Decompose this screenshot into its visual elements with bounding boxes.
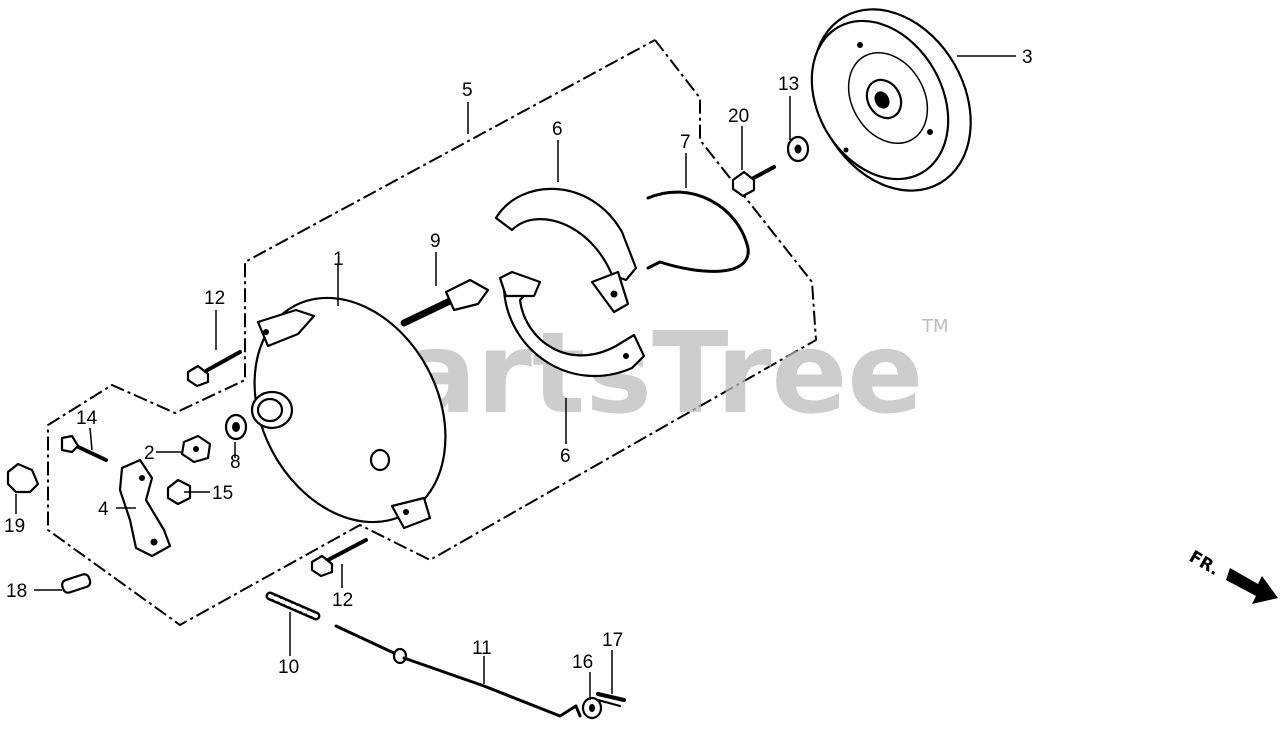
- part-washer-8[interactable]: [224, 413, 248, 441]
- part-brake-rod-11[interactable]: [334, 624, 582, 718]
- callout-11: 11: [472, 638, 492, 659]
- part-brake-arm-4[interactable]: [118, 458, 172, 558]
- callout-1: 1: [333, 249, 344, 270]
- part-bolt-20[interactable]: [731, 165, 776, 198]
- callout-20: 20: [728, 106, 749, 127]
- part-nut-19[interactable]: [6, 462, 40, 494]
- callout-6-upper: 6: [552, 119, 563, 140]
- part-brake-drum[interactable]: [782, 0, 1003, 219]
- front-arrow-icon: [1226, 568, 1278, 604]
- part-brake-shoe-lower[interactable]: [498, 270, 646, 378]
- callout-9: 9: [430, 231, 441, 252]
- part-washer-16[interactable]: [581, 696, 603, 720]
- part-spring-10[interactable]: [265, 591, 321, 621]
- callout-16: 16: [572, 652, 593, 673]
- callout-14: 14: [76, 408, 98, 429]
- watermark-trademark: TM: [921, 316, 949, 337]
- part-bolt-12-lower[interactable]: [310, 538, 368, 578]
- callout-13: 13: [778, 74, 799, 95]
- callout-12-upper: 12: [204, 288, 225, 309]
- callout-7: 7: [680, 132, 691, 153]
- callout-18: 18: [6, 581, 27, 602]
- front-direction-indicator: FR.: [1186, 547, 1278, 604]
- callout-12-lower: 12: [332, 590, 353, 611]
- part-cam-shaft-9[interactable]: [400, 278, 490, 327]
- part-cotter-pin-17[interactable]: [596, 692, 626, 707]
- part-plate-2[interactable]: [180, 434, 212, 464]
- part-bolt-14[interactable]: [60, 434, 108, 462]
- part-pin-18[interactable]: [61, 573, 92, 594]
- part-callouts: 1 2 3 4 5 6 6 7 8 9 10 11 12 12 13 14 15…: [4, 47, 1033, 678]
- callout-3: 3: [1022, 47, 1033, 68]
- callout-19: 19: [4, 516, 25, 537]
- part-spring-7[interactable]: [646, 190, 750, 273]
- callout-15: 15: [212, 483, 233, 504]
- callout-2: 2: [144, 443, 155, 464]
- part-bolt-12-upper[interactable]: [186, 350, 242, 388]
- part-brake-panel[interactable]: [217, 264, 483, 555]
- leader-lines: [15, 55, 1016, 700]
- callout-17: 17: [602, 630, 623, 651]
- callout-10: 10: [278, 657, 299, 678]
- callout-5: 5: [462, 80, 473, 101]
- callout-8: 8: [230, 452, 241, 473]
- front-label: FR.: [1186, 547, 1223, 580]
- callout-6-lower: 6: [560, 446, 571, 467]
- part-nut-15[interactable]: [166, 478, 192, 506]
- part-brake-shoe-upper[interactable]: [494, 187, 638, 314]
- part-washer-13[interactable]: [786, 135, 810, 163]
- callout-4: 4: [98, 499, 109, 520]
